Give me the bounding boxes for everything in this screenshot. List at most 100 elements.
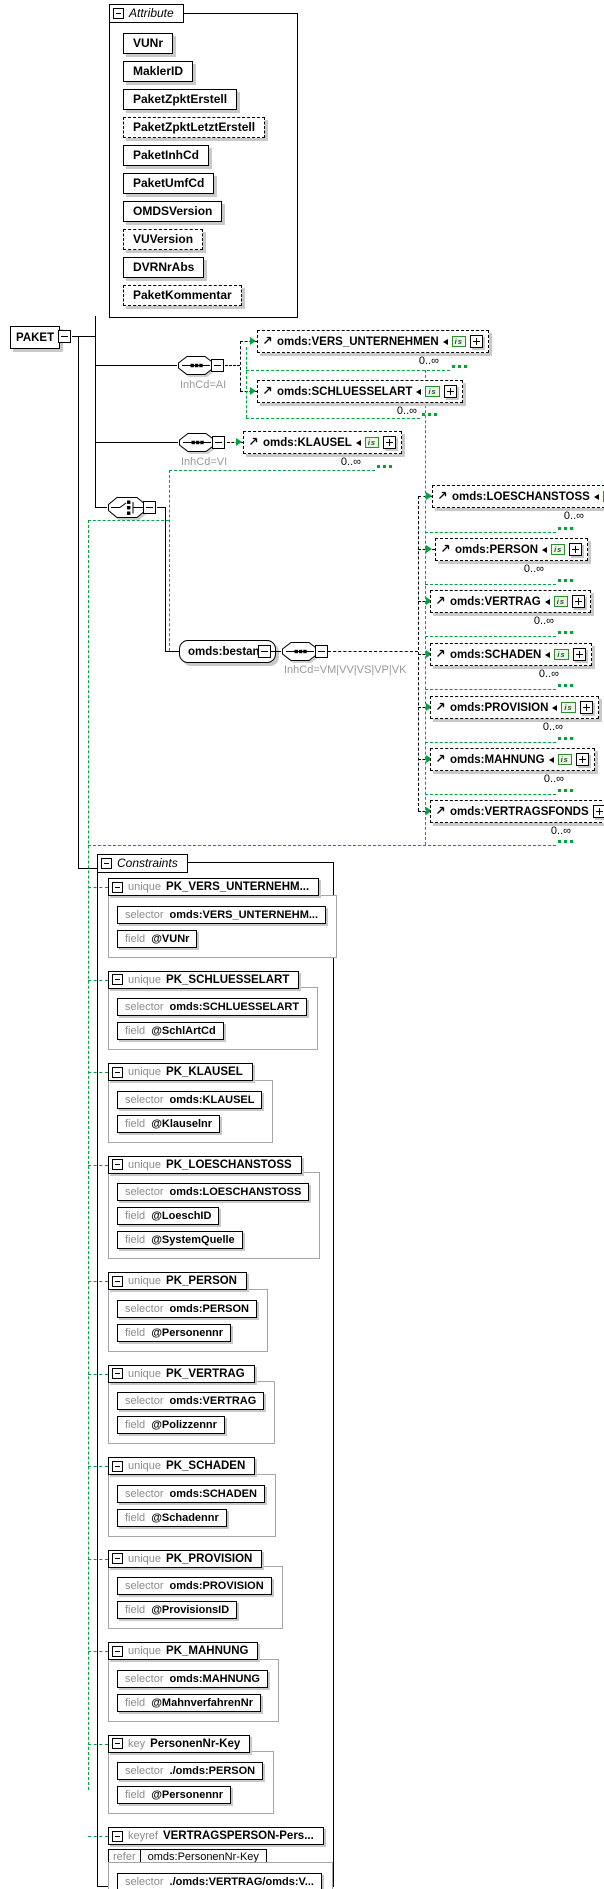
sequence-compositor-icon[interactable] [281,641,319,667]
constraint-selector[interactable]: selector./omds:PERSON [117,1762,264,1780]
collapse-icon[interactable] [112,1159,123,1170]
element-paket[interactable]: PAKET [10,326,61,349]
constraint-field[interactable]: field@ProvisionsID [117,1601,238,1619]
constraint-header[interactable]: unique PK_MAHNUNG [108,1642,259,1660]
collapse-icon[interactable] [112,1066,123,1078]
field-value: @SystemQuelle [151,1234,235,1246]
occurrence-label: 0..∞ [542,721,563,733]
expand-icon[interactable] [575,753,589,766]
expand-icon[interactable] [469,335,483,348]
collapse-icon[interactable] [58,330,71,343]
element-name: omds:KLAUSEL [263,436,352,449]
choice-compositor-icon[interactable] [107,496,147,524]
element-omds-vertragsfonds[interactable]: omds:VERTRAGSFONDS [430,800,604,823]
constraint-field[interactable]: field@Klauselnr [117,1114,221,1133]
collapse-icon[interactable] [112,974,123,985]
expand-icon[interactable] [572,648,586,661]
constraint-link-line [425,689,556,690]
constraint-field[interactable]: field@Personennr [117,1323,232,1342]
attribute-box-PaketUmfCd[interactable]: PaketUmfCd [123,173,215,194]
attribute-box-DVRNrAbs[interactable]: DVRNrAbs [123,257,205,278]
collapse-icon[interactable] [112,1368,123,1379]
constraint-field[interactable]: field@LoeschID [117,1207,220,1225]
expand-icon[interactable] [579,701,593,714]
constraint-field[interactable]: field@Schadennr [117,1508,227,1527]
collapse-icon[interactable] [315,645,328,658]
constraint-kind: unique [128,1645,162,1657]
attribute-box-MaklerID[interactable]: MaklerID [123,61,194,82]
collapse-icon[interactable] [211,359,224,372]
constraint-name: PK_MAHNUNG [166,1645,249,1657]
identity-constraint-badge: is [554,649,569,660]
constraint-link-line [425,794,556,795]
collapse-icon[interactable] [112,1738,123,1749]
attribute-box-OMDSVersion[interactable]: OMDSVersion [123,201,223,222]
collapse-icon[interactable] [112,881,123,893]
constraint-field[interactable]: field@VUNr [117,929,198,948]
collapse-icon[interactable] [113,7,124,19]
attribute-box-PaketZpktLetztErstell[interactable]: PaketZpktLetztErstell [123,117,266,138]
constraint-field[interactable]: field@MahnverfahrenNr [117,1693,261,1712]
collapse-icon[interactable] [258,645,271,658]
expand-icon[interactable] [383,436,397,449]
sequence-compositor-icon[interactable] [178,432,216,458]
constraint-name: PK_SCHADEN [166,1460,246,1472]
expand-icon[interactable] [569,543,583,556]
constraint-field[interactable]: field@Polizzennr [117,1416,225,1434]
collapse-icon[interactable] [112,1275,123,1287]
attribute-box-VUVersion[interactable]: VUVersion [123,229,204,250]
constraint-field[interactable]: field@SystemQuelle [117,1231,243,1249]
collapse-icon[interactable] [143,501,156,514]
constraint-field[interactable]: field@SchlArtCd [117,1022,224,1040]
element-name: omds:PROVISION [450,701,549,714]
attribute-box-PaketInhCd[interactable]: PaketInhCd [123,145,210,166]
expand-icon[interactable] [572,595,585,608]
element-bestand[interactable]: omds:bestand [179,640,276,663]
selector-label: selector [125,1093,164,1106]
constraint-field[interactable]: field@Personennr [117,1786,232,1804]
expand-icon[interactable] [443,385,457,398]
collapse-icon[interactable] [112,1830,123,1842]
sequence-compositor-icon[interactable] [177,355,215,381]
collapse-icon[interactable] [112,1460,123,1472]
collapse-icon[interactable] [212,436,225,449]
field-value: @Personennr [151,1789,224,1801]
attribute-box-PaketZpktErstell[interactable]: PaketZpktErstell [123,89,238,110]
constraint-selector[interactable]: selector./omds:VERTRAG/omds:V... [117,1872,322,1889]
element-omds-loeschanstoss[interactable]: omds:LOESCHANSTOSSis [432,485,604,508]
collapse-icon[interactable] [101,857,112,869]
attribute-box-VUNr[interactable]: VUNr [123,33,174,54]
expand-icon[interactable] [592,805,604,818]
attribute-box-PaketKommentar[interactable]: PaketKommentar [123,285,242,306]
constraint-link-line [88,520,169,521]
collapse-icon[interactable] [112,1645,123,1657]
collapse-icon[interactable] [112,1553,123,1564]
